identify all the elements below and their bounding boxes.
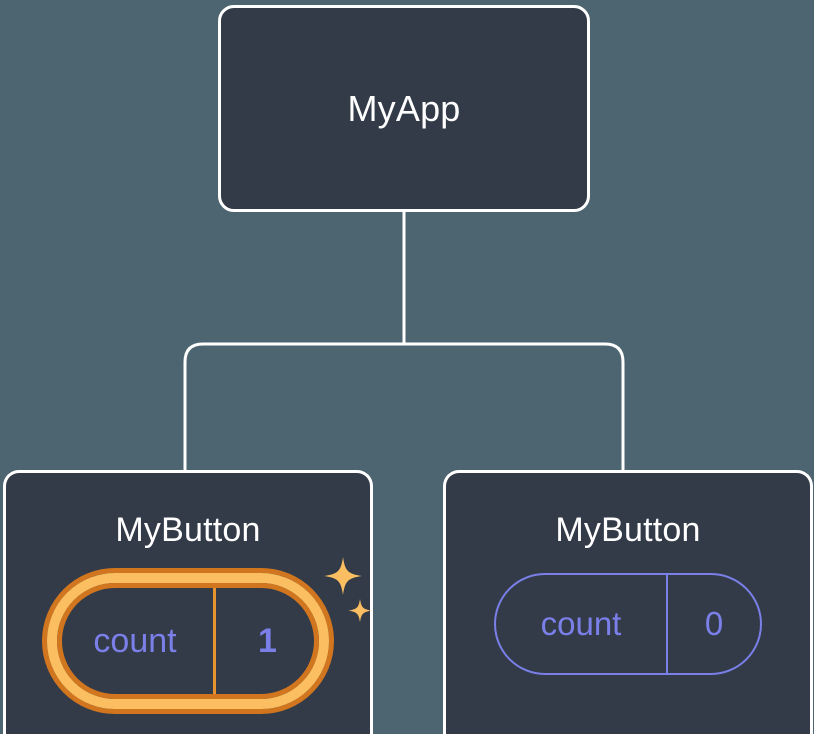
state-pill-right[interactable]: count 0 bbox=[494, 573, 762, 675]
node-mybutton-right-label: MyButton bbox=[555, 511, 701, 549]
state-pill-left-value: 1 bbox=[258, 621, 277, 660]
sparkle-large-icon bbox=[324, 557, 362, 595]
state-pill-left-divider bbox=[213, 583, 216, 699]
state-pill-left-wrapper: count 1 bbox=[47, 557, 372, 709]
edge-branch-bar bbox=[183, 342, 625, 470]
state-pill-right-wrapper: count 0 bbox=[494, 573, 762, 675]
state-pill-right-key: count bbox=[540, 605, 622, 642]
node-mybutton-left-label: MyButton bbox=[115, 511, 261, 549]
node-mybutton-left[interactable]: MyButton count 1 bbox=[3, 470, 373, 734]
node-myapp[interactable]: MyApp bbox=[218, 5, 590, 212]
sparkle-small-icon bbox=[348, 599, 372, 623]
node-mybutton-right[interactable]: MyButton count 0 bbox=[443, 470, 813, 734]
state-pill-right-divider bbox=[666, 575, 668, 673]
state-pill-right-value: 0 bbox=[704, 605, 724, 642]
state-pill-left-key: count bbox=[93, 621, 177, 660]
state-pill-left[interactable]: count 1 bbox=[47, 573, 329, 709]
node-myapp-label: MyApp bbox=[347, 87, 461, 129]
